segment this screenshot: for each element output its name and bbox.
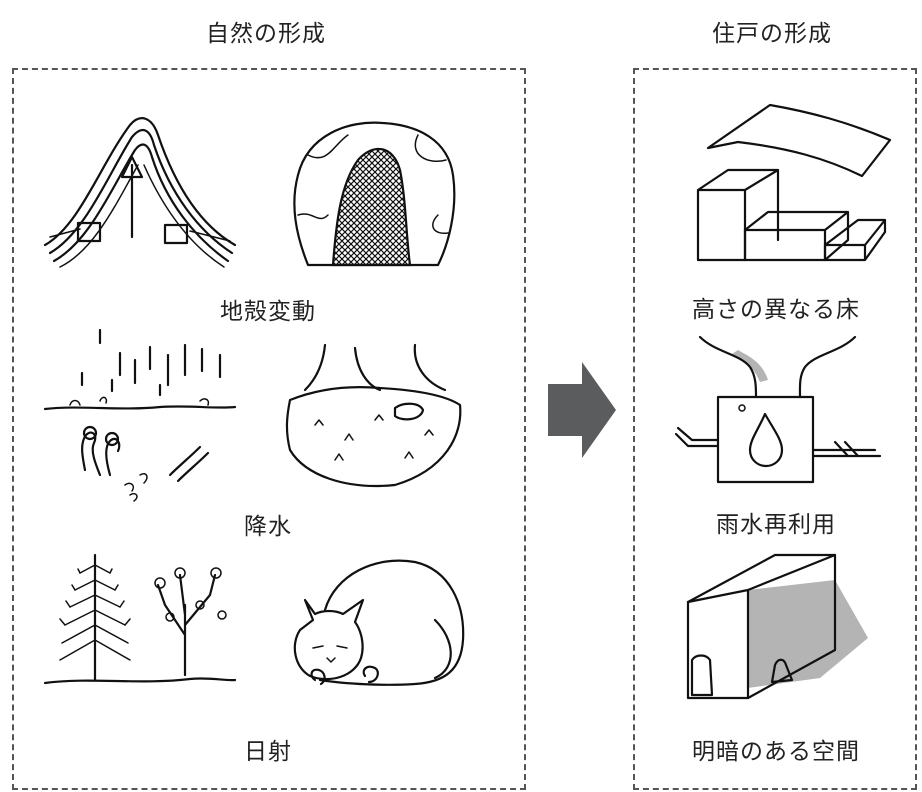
dwelling-caption-1: 高さの異なる床 [692,297,860,323]
nature-caption-2: 降水 [244,514,292,540]
light-dark-space-illustration [686,553,868,700]
dwelling-caption-3: 明暗のある空間 [692,739,860,765]
nature-caption-3: 日射 [244,739,292,765]
nature-panel [12,68,526,790]
stepped-floors-illustration [696,103,892,262]
pond-illustration [285,343,462,487]
tectonic-uplift-illustration [43,117,237,268]
arrow-right-icon [548,362,616,458]
cat-illustration [293,559,465,686]
trees-illustration [43,553,237,685]
nature-caption-1: 地殻変動 [220,299,316,325]
cave-illustration [293,121,456,267]
dwelling-heading: 住戸の形成 [712,21,832,47]
dwelling-caption-2: 雨水再利用 [716,512,836,538]
precipitation-illustration [43,328,237,502]
nature-heading: 自然の形成 [206,21,326,47]
dwelling-panel [633,68,917,790]
rainwater-reuse-illustration [674,335,882,484]
